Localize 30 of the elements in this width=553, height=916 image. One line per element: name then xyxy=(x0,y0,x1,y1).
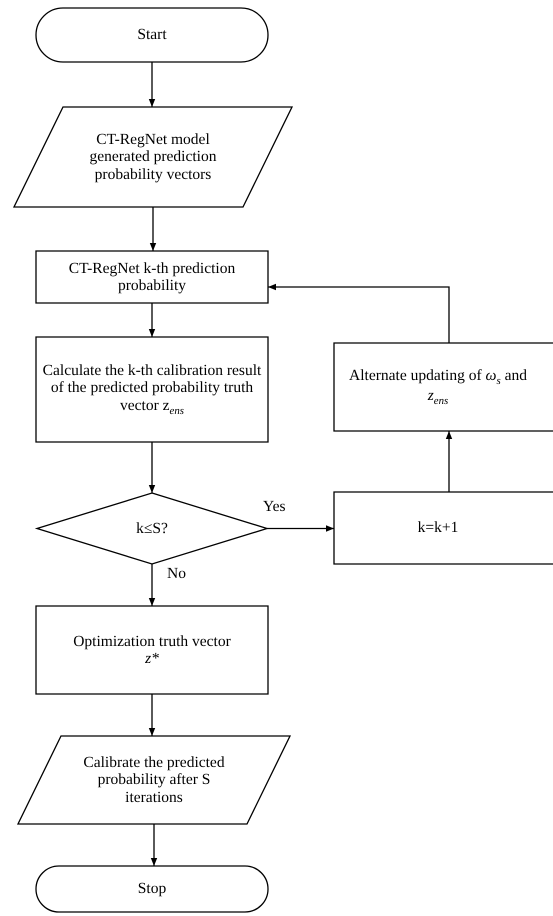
stop-terminal xyxy=(36,866,268,912)
process-box xyxy=(36,606,268,694)
node-text: k=k+1 xyxy=(418,519,458,537)
node-text: Calculate the k-th calibration result of the predicted probability truth vector z$_{ens}$ xyxy=(42,362,262,417)
process-box xyxy=(334,343,553,431)
node-text: Start xyxy=(137,26,167,44)
arrow xyxy=(446,431,452,492)
arrow xyxy=(150,824,158,866)
node-text: Alternate updating of ω$_{s}$ and z$_{ens}$ xyxy=(348,366,528,408)
node-text: Stop xyxy=(138,880,166,898)
start-terminal xyxy=(36,8,268,62)
arrow xyxy=(267,525,334,532)
process-box xyxy=(334,492,553,564)
arrow xyxy=(150,207,156,251)
arrow xyxy=(148,62,156,107)
arrow xyxy=(148,694,156,736)
process-box xyxy=(36,337,268,442)
arrow xyxy=(148,442,156,493)
process-box xyxy=(36,251,268,303)
output-parallelogram xyxy=(18,736,290,824)
input-parallelogram xyxy=(14,107,292,207)
arrow xyxy=(148,564,156,606)
node-text: CT-RegNet k-th prediction probability xyxy=(68,260,236,294)
node-text: k≤S? xyxy=(136,520,168,538)
arrow xyxy=(268,284,450,343)
arrow xyxy=(148,303,156,337)
node-text: Calibrate the predicted probability after S iterations xyxy=(82,754,226,806)
node-text: CT-RegNet model generated prediction probability vectors xyxy=(88,130,218,184)
node-text: z* xyxy=(145,650,159,668)
node-text: Optimization truth vector xyxy=(73,632,231,650)
